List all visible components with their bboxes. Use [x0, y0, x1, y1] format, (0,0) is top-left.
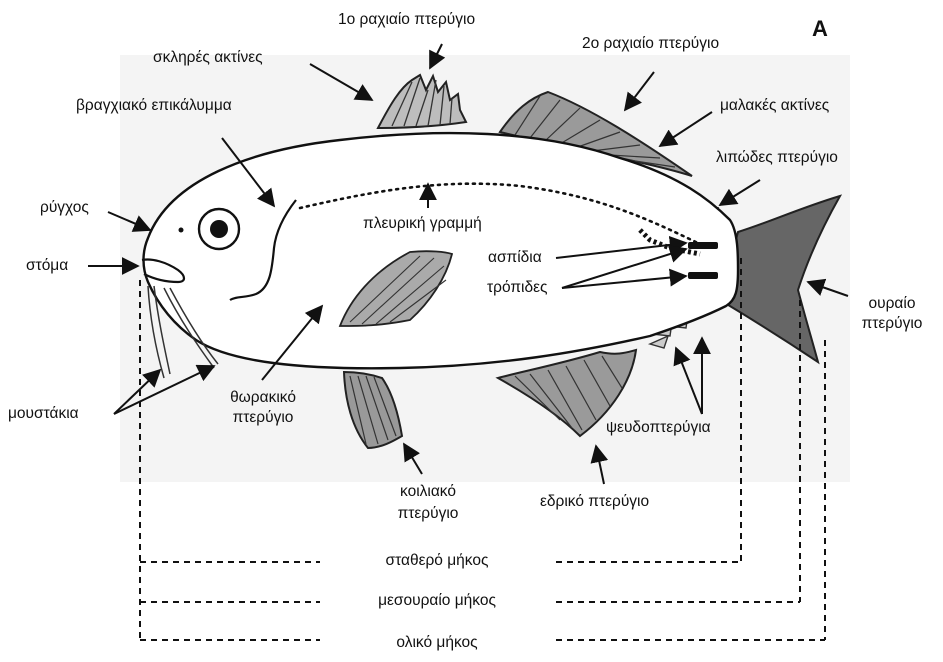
label-fork-length: μεσουραίο μήκος: [330, 591, 544, 610]
label-caudal-fin-line2: πτερύγιο: [852, 314, 932, 333]
label-gill-cover: βραγχιακό επικάλυμμα: [76, 96, 232, 115]
keel-lower: [688, 272, 718, 279]
label-pectoral-fin-line2: πτερύγιο: [218, 408, 308, 427]
label-pelvic-fin-line2: πτερύγιο: [378, 504, 478, 523]
label-pelvic-fin-line1: κοιλιακό: [378, 482, 478, 501]
panel-letter: A: [812, 16, 828, 42]
label-second-dorsal-fin: 2ο ραχιαίο πτερύγιο: [582, 34, 719, 53]
label-lateral-line: πλευρική γραμμή: [363, 214, 482, 233]
label-mouth: στόμα: [26, 256, 68, 275]
label-finlets: ψευδοπτερύγια: [606, 418, 711, 437]
keel-upper: [688, 242, 718, 249]
fish-nostril: [179, 228, 184, 233]
fish-body: [144, 133, 739, 368]
label-scutes: ασπίδια: [488, 248, 542, 267]
label-standard-length: σταθερό μήκος: [330, 551, 544, 570]
label-total-length: ολικό μήκος: [330, 633, 544, 652]
label-barbels: μουστάκια: [8, 404, 79, 423]
label-keels: τρόπιδες: [487, 278, 548, 297]
label-pectoral-fin-line1: θωρακικό: [218, 388, 308, 407]
label-anal-fin: εδρικό πτερύγιο: [540, 492, 649, 511]
label-spiny-rays: σκληρές ακτίνες: [153, 48, 263, 67]
fish-eye-inner: [210, 220, 228, 238]
label-snout: ρύγχος: [40, 198, 89, 217]
label-caudal-fin-line1: ουραίο: [852, 294, 932, 313]
label-soft-rays: μαλακές ακτίνες: [720, 96, 829, 115]
label-first-dorsal-fin: 1ο ραχιαίο πτερύγιο: [338, 10, 475, 29]
label-adipose-fin: λιπώδες πτερύγιο: [716, 148, 838, 167]
